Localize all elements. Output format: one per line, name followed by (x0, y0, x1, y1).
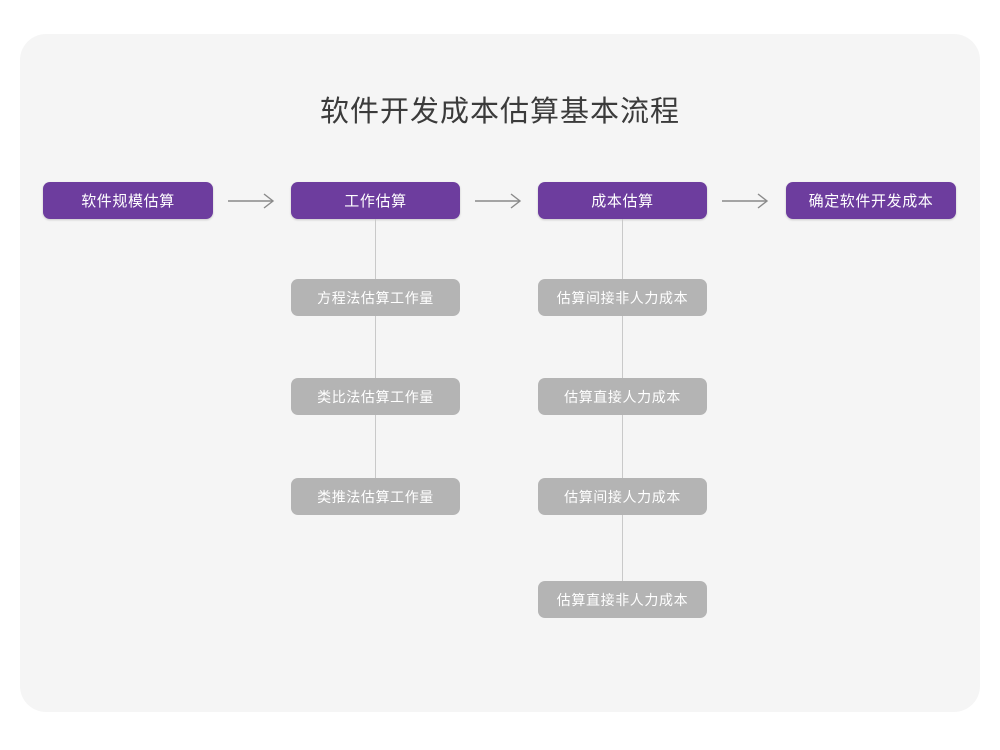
connector-branch1-seg1 (375, 219, 376, 279)
branch-node-indirect-nonlabor-cost[interactable]: 估算间接非人力成本 (538, 279, 707, 316)
flow-node-label: 成本估算 (591, 193, 654, 210)
flow-arrow-1-icon (228, 192, 280, 212)
flow-node-label: 确定软件开发成本 (808, 193, 934, 210)
flow-arrow-3-icon (722, 192, 774, 212)
branch-node-direct-labor-cost[interactable]: 估算直接人力成本 (538, 378, 707, 415)
flow-node-effort-estimation[interactable]: 工作估算 (291, 182, 460, 219)
connector-branch2-seg1 (622, 219, 623, 279)
branch-node-label: 估算直接非人力成本 (556, 591, 689, 608)
flow-node-cost-estimation[interactable]: 成本估算 (538, 182, 707, 219)
branch-node-label: 方程法估算工作量 (317, 289, 434, 306)
flow-node-label: 工作估算 (344, 193, 407, 210)
connector-branch1-seg2 (375, 316, 376, 378)
branch-node-equation-method-effort[interactable]: 方程法估算工作量 (291, 279, 460, 316)
flow-arrow-2-icon (475, 192, 527, 212)
connector-branch1-seg3 (375, 415, 376, 478)
branch-node-indirect-labor-cost[interactable]: 估算间接人力成本 (538, 478, 707, 515)
diagram-card (20, 34, 980, 712)
flow-node-software-scale-estimation[interactable]: 软件规模估算 (43, 182, 213, 219)
branch-node-label: 估算直接人力成本 (564, 388, 681, 405)
branch-node-label: 类推法估算工作量 (317, 488, 434, 505)
branch-node-analogy-method-effort[interactable]: 类比法估算工作量 (291, 378, 460, 415)
branch-node-label: 估算间接非人力成本 (556, 289, 689, 306)
connector-branch2-seg2 (622, 316, 623, 378)
branch-node-direct-nonlabor-cost[interactable]: 估算直接非人力成本 (538, 581, 707, 618)
page-title: 软件开发成本估算基本流程 (319, 96, 680, 128)
branch-node-analogue-method-effort[interactable]: 类推法估算工作量 (291, 478, 460, 515)
branch-node-label: 类比法估算工作量 (317, 388, 434, 405)
branch-node-label: 估算间接人力成本 (564, 488, 681, 505)
flow-node-label: 软件规模估算 (81, 193, 175, 210)
connector-branch2-seg4 (622, 515, 623, 581)
connector-branch2-seg3 (622, 415, 623, 478)
flow-node-determine-software-development-cost[interactable]: 确定软件开发成本 (786, 182, 956, 219)
